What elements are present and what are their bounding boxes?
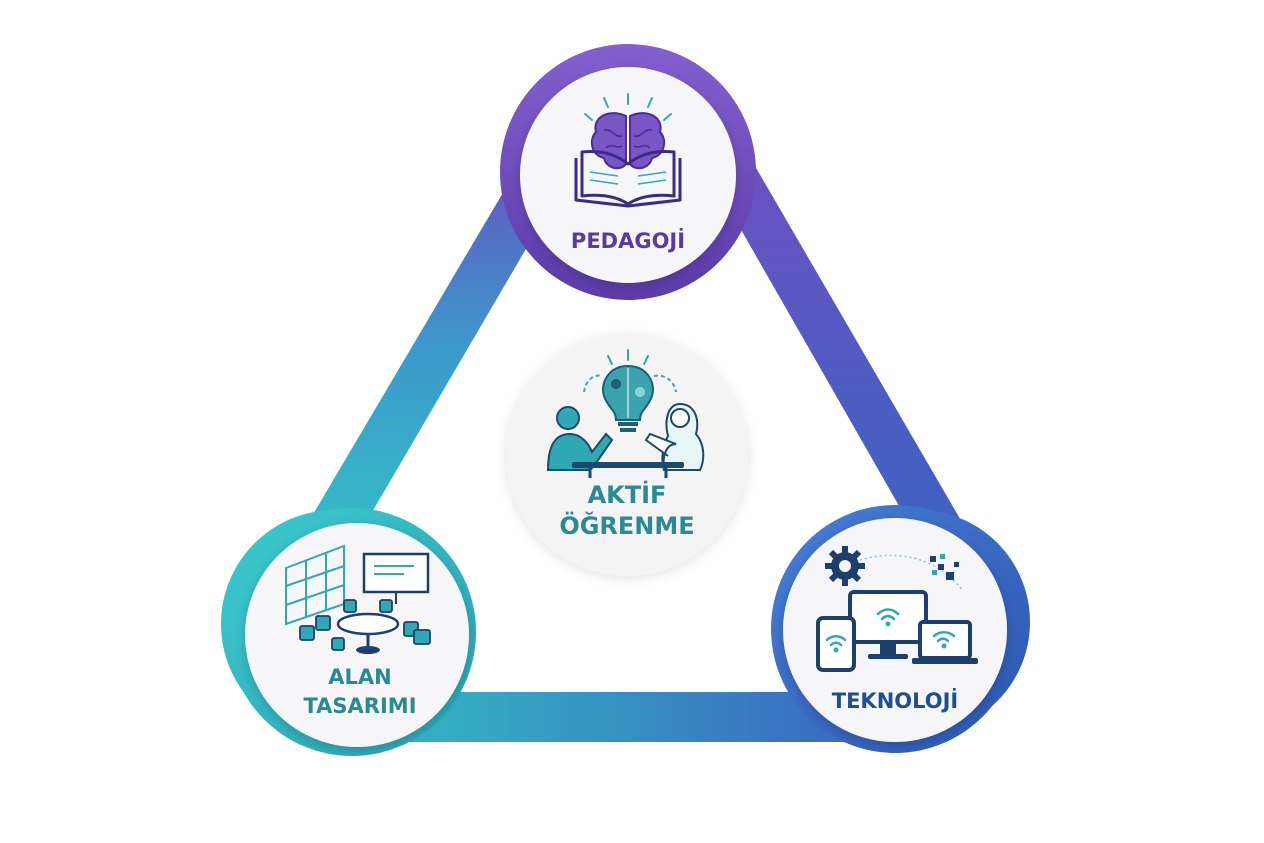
edge-left [286,130,578,560]
edge-bottom [380,692,900,742]
node-alan-tasarimi-label-line1: ALAN [328,665,391,689]
node-alan-tasarimi: ALAN TASARIMI [221,508,476,756]
node-pedagoji-disc [520,67,736,283]
gear-icon [825,546,865,586]
node-aktif-ogrenme: AKTİF ÖĞRENME [506,334,748,576]
brain-book-icon [574,93,682,208]
learning-space-icon [285,544,431,654]
triangle-edges [286,130,984,742]
edge-right [684,130,984,560]
node-pedagoji-label: PEDAGOJİ [571,228,685,253]
devices-icon [816,546,978,672]
node-alan-tasarimi-label-line2: TASARIMI [303,694,416,718]
node-teknoloji-label: TEKNOLOJİ [832,688,958,713]
node-aktif-ogrenme-label-line2: ÖĞRENME [559,510,694,540]
node-aktif-ogrenme-label-line1: AKTİF [588,480,667,509]
node-pedagoji: PEDAGOJİ [500,44,756,300]
collaboration-lightbulb-icon [546,349,705,478]
node-aktif-ogrenme-disc [506,334,748,576]
node-teknoloji: TEKNOLOJİ [771,505,1030,753]
